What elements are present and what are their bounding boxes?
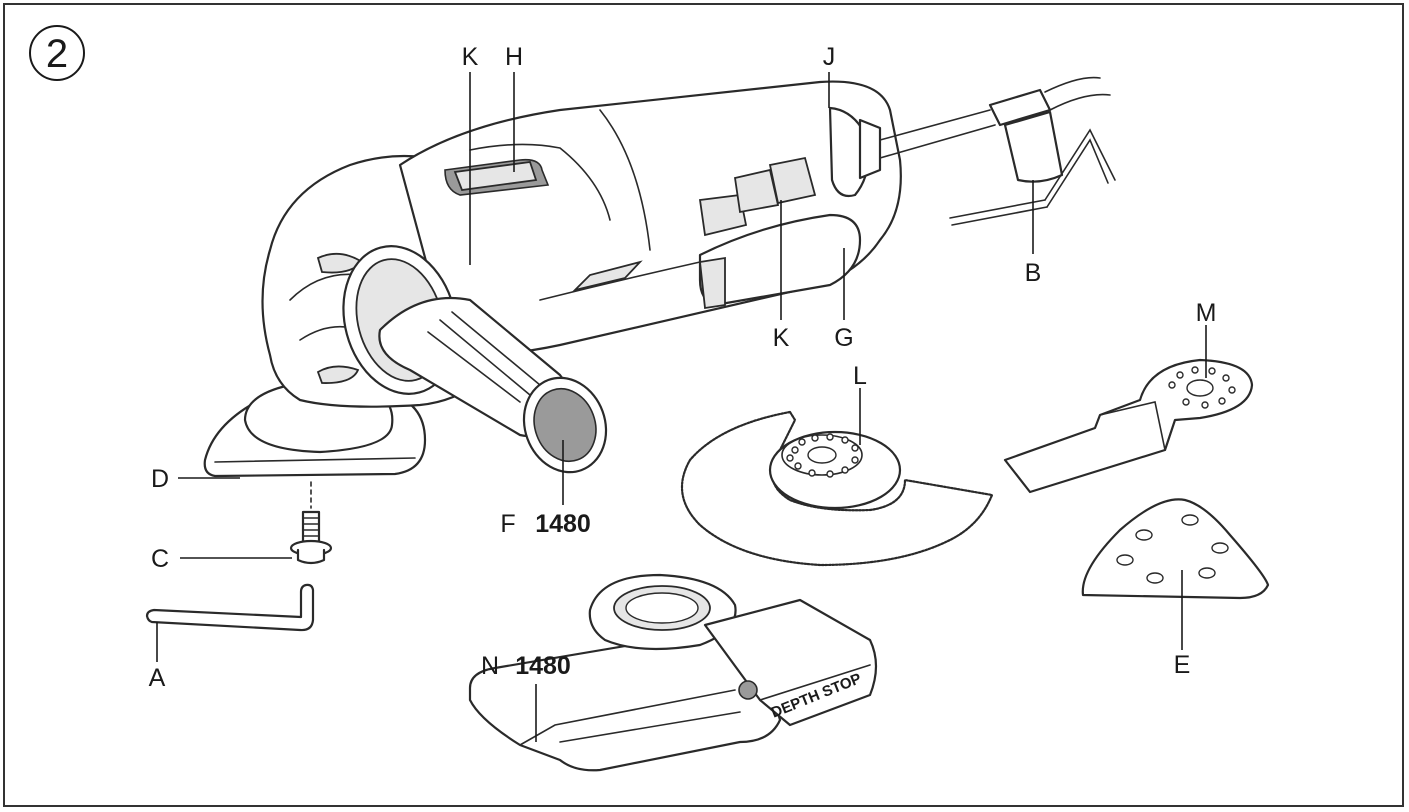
label-a: A (149, 664, 166, 692)
depth-stop-n: DEPTH STOP (468, 573, 878, 772)
label-b: B (1025, 259, 1042, 287)
label-k-mid: K (773, 324, 790, 352)
label-g: G (834, 324, 853, 352)
label-n-model: 1480 (515, 652, 571, 680)
leader-lines (156, 72, 1207, 742)
label-f-model: 1480 (535, 510, 591, 538)
label-j: J (823, 43, 836, 71)
label-h: H (505, 43, 523, 71)
figure-number: 2 (46, 32, 68, 76)
plunge-blade-m (1003, 358, 1254, 494)
multi-tool-body (203, 76, 1111, 478)
label-k-top: K (462, 43, 479, 71)
hex-key-a (145, 583, 315, 632)
label-d: D (151, 465, 169, 493)
screw-c (289, 481, 333, 565)
callout-labels: K H J B K G M L D F 1480 C A E N 1480 (149, 43, 1217, 692)
label-f: F (500, 510, 515, 538)
sanding-sheet-e (1081, 498, 1270, 600)
auxiliary-handle (342, 245, 608, 474)
wrench-holder-b (949, 88, 1116, 226)
label-n: N (481, 652, 499, 680)
label-e: E (1174, 651, 1191, 679)
label-c: C (151, 545, 169, 573)
label-m: M (1196, 299, 1217, 327)
saw-blade-l (680, 410, 994, 567)
label-l: L (853, 362, 867, 390)
figure-number-badge: 2 (29, 25, 85, 81)
